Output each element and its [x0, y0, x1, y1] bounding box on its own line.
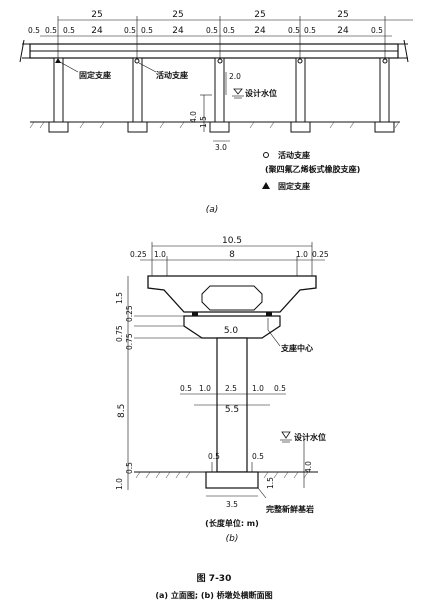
sub-joint-right: 0.5: [141, 26, 153, 35]
col-dim-1: 0.5: [180, 384, 192, 393]
col-dim-4: 1.0: [252, 384, 264, 393]
dim-footing-offset-left: 0.5: [208, 452, 220, 461]
section-ground-hatch: [135, 471, 309, 479]
dim-base-width: 5.5: [225, 405, 239, 415]
pier: [295, 57, 306, 123]
right-break-mark: [398, 39, 409, 63]
figure-number: 图 7-30: [197, 573, 232, 584]
pier: [214, 57, 225, 123]
dim-pier-above-water: 2.0: [229, 72, 241, 81]
left-break-mark: [19, 39, 30, 63]
pier: [132, 57, 143, 123]
leader-line: [59, 61, 79, 73]
unit-note: (长度单位: m): [205, 518, 259, 528]
pier-group: [48, 57, 395, 133]
sub-joint-right: 0.5: [304, 26, 316, 35]
leader-line: [138, 62, 157, 73]
movable-bearing-icon: [217, 58, 223, 64]
caption-b: (b): [226, 534, 239, 544]
caption-a: (a): [206, 205, 219, 215]
dim-footing-width: 3.0: [215, 143, 227, 152]
elevation-view: 25 25 25 25 0.5 0.5 0.5 24 0.5 0.5 24 0.…: [19, 10, 413, 215]
dim-cap-lower: 0.75: [125, 333, 134, 350]
dim-left-cant: 1.0: [154, 250, 166, 259]
col-dim-2: 1.0: [199, 384, 211, 393]
legend-movable-desc: (聚四氟乙烯板式橡胶支座): [265, 164, 360, 174]
sub-span-label: 24: [172, 26, 184, 36]
leader-line: [267, 329, 281, 347]
col-dim-5: 0.5: [274, 384, 286, 393]
leader-line: [257, 487, 267, 499]
bearing-pad: [192, 312, 198, 316]
movable-bearing-icon: [134, 58, 140, 64]
fixed-bearing-icon: [55, 58, 61, 63]
top-span-label: 25: [254, 10, 265, 20]
footing: [48, 121, 69, 133]
footing: [127, 121, 148, 133]
bearing-center-label: 支座中心: [280, 343, 313, 353]
sub-joint-left: 0.5: [288, 26, 300, 35]
legend-movable-icon: [263, 152, 269, 158]
legend-fixed-icon: [262, 182, 270, 189]
water-level-icon: [281, 431, 291, 439]
figure-subcaption: (a) 立面图; (b) 桥墩处横断面图: [155, 590, 272, 600]
dim-cap-width: 5.0: [224, 326, 239, 336]
pier: [379, 57, 390, 123]
sub-joint: 0.5: [371, 26, 383, 35]
bedrock-label: 完整新鲜基岩: [266, 504, 314, 514]
water-level-label: 设计水位: [245, 88, 277, 98]
girder-cell: [201, 285, 263, 311]
dim-left-edge: 0.25: [130, 250, 147, 259]
movable-bearing-label: 活动支座: [156, 70, 188, 80]
dim-cap-upper: 0.75: [115, 325, 124, 342]
col-dim-3: 2.5: [225, 384, 237, 393]
dim-girder-height: 1.5: [115, 292, 124, 304]
bearing-pad: [266, 312, 272, 316]
ground-hatch: [29, 121, 400, 129]
dim-bottom-left-1: 0.5: [125, 462, 134, 474]
sub-joint-left: 0.5: [124, 26, 136, 35]
dim-right-cant: 1.0: [296, 250, 308, 259]
sub-joint-left: 0.5: [206, 26, 218, 35]
legend-movable-title: 活动支座: [278, 150, 310, 160]
water-level-label: 设计水位: [294, 432, 326, 442]
sub-span-label: 24: [337, 26, 349, 36]
dim-right-edge: 0.25: [312, 250, 329, 259]
top-span-label: 25: [337, 10, 348, 20]
footing: [209, 121, 230, 133]
top-span-label: 25: [172, 10, 183, 20]
sub-joint-left: 0.5: [45, 26, 57, 35]
pier: [53, 57, 64, 123]
water-level-icon: [233, 88, 243, 95]
movable-bearing-icon: [297, 58, 303, 64]
dim-total-width: 10.5: [222, 236, 242, 246]
dim-footing-offset-right: 0.5: [252, 452, 264, 461]
dim-footing-width: 3.5: [226, 500, 238, 509]
section-view: 10.5 0.25 1.0 8 1.0 0.25 1.5 0.25 0.75 0…: [115, 236, 329, 544]
sub-joint-right: 0.5: [63, 26, 75, 35]
legend-fixed-label: 固定支座: [278, 181, 310, 191]
dim-middle: 8: [229, 250, 235, 260]
sub-span-label: 24: [91, 26, 103, 36]
sub-span-label: 24: [254, 26, 266, 36]
top-span-label: 25: [91, 10, 102, 20]
dim-flange: 0.25: [125, 305, 134, 322]
movable-bearing-icon: [382, 58, 388, 64]
footing: [374, 121, 395, 133]
dim-pier-height: 8.5: [117, 404, 127, 418]
fixed-bearing-label: 固定支座: [79, 70, 111, 80]
dim-depth: 4.0: [189, 111, 198, 123]
sub-left-edge: 0.5: [28, 26, 40, 35]
dim-footing-offset: 1.5: [199, 116, 208, 128]
footing: [290, 121, 311, 133]
pier-footing: [205, 471, 259, 489]
sub-joint-right: 0.5: [223, 26, 235, 35]
dim-right-footing: 1.5: [266, 477, 275, 489]
dim-bottom-left-2: 1.0: [115, 478, 124, 490]
dim-right-depth: 4.0: [304, 461, 313, 473]
